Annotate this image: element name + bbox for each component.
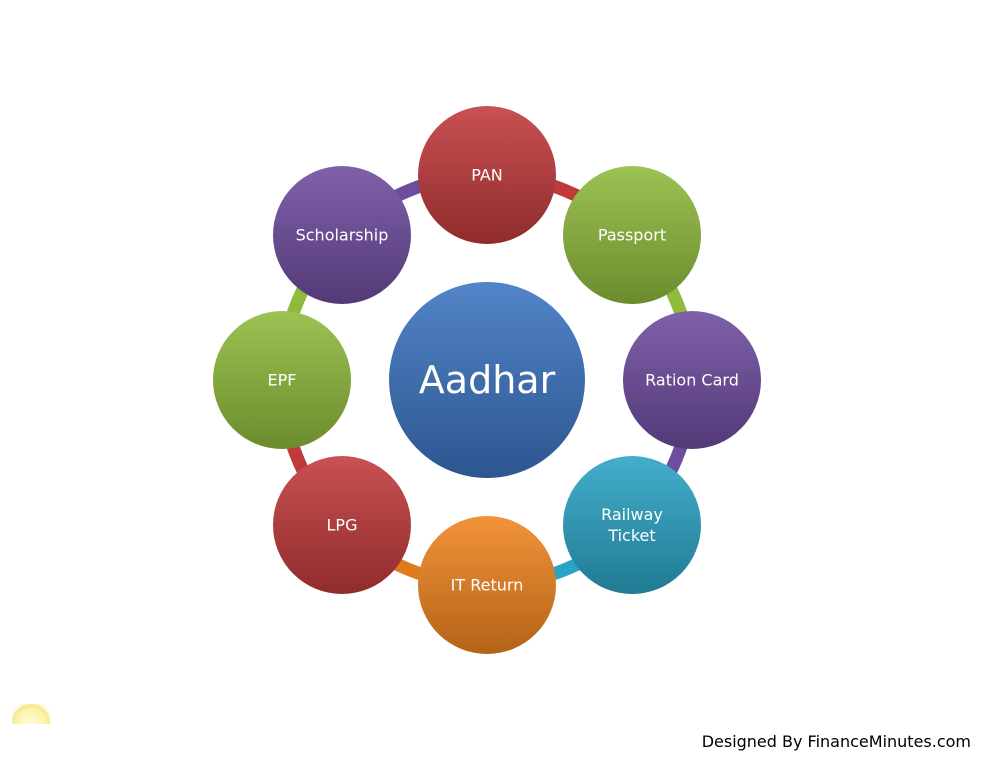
node-label-scholarship: Scholarship bbox=[296, 226, 389, 245]
node-scholarship: Scholarship bbox=[273, 166, 411, 304]
center-label: Aadhar bbox=[419, 358, 556, 402]
node-circle-ration-card bbox=[623, 311, 761, 449]
node-lpg: LPG bbox=[273, 456, 411, 594]
node-label-railway-ticket: Railway bbox=[601, 505, 663, 524]
center-node: Aadhar bbox=[389, 282, 585, 478]
node-label-it-return: IT Return bbox=[451, 576, 524, 595]
node-circle-pan bbox=[418, 106, 556, 244]
node-ration-card: Ration Card bbox=[623, 311, 761, 449]
node-circle-railway-ticket bbox=[563, 456, 701, 594]
node-label-pan: PAN bbox=[471, 166, 503, 185]
node-label-lpg: LPG bbox=[327, 516, 358, 535]
node-label-ration-card: Ration Card bbox=[645, 371, 739, 390]
sun-icon bbox=[12, 704, 50, 724]
node-circle-epf bbox=[213, 311, 351, 449]
node-circle-passport bbox=[563, 166, 701, 304]
node-circle-scholarship bbox=[273, 166, 411, 304]
node-circle-it-return bbox=[418, 516, 556, 654]
node-passport: Passport bbox=[563, 166, 701, 304]
node-epf: EPF bbox=[213, 311, 351, 449]
node-label-epf: EPF bbox=[268, 371, 297, 390]
node-pan: PAN bbox=[418, 106, 556, 244]
node-label-railway-ticket: Ticket bbox=[607, 526, 655, 545]
credit-text: Designed By FinanceMinutes.com bbox=[701, 732, 971, 751]
center-circle bbox=[389, 282, 585, 478]
node-label-passport: Passport bbox=[598, 226, 666, 245]
node-circle-lpg bbox=[273, 456, 411, 594]
node-it-return: IT Return bbox=[418, 516, 556, 654]
